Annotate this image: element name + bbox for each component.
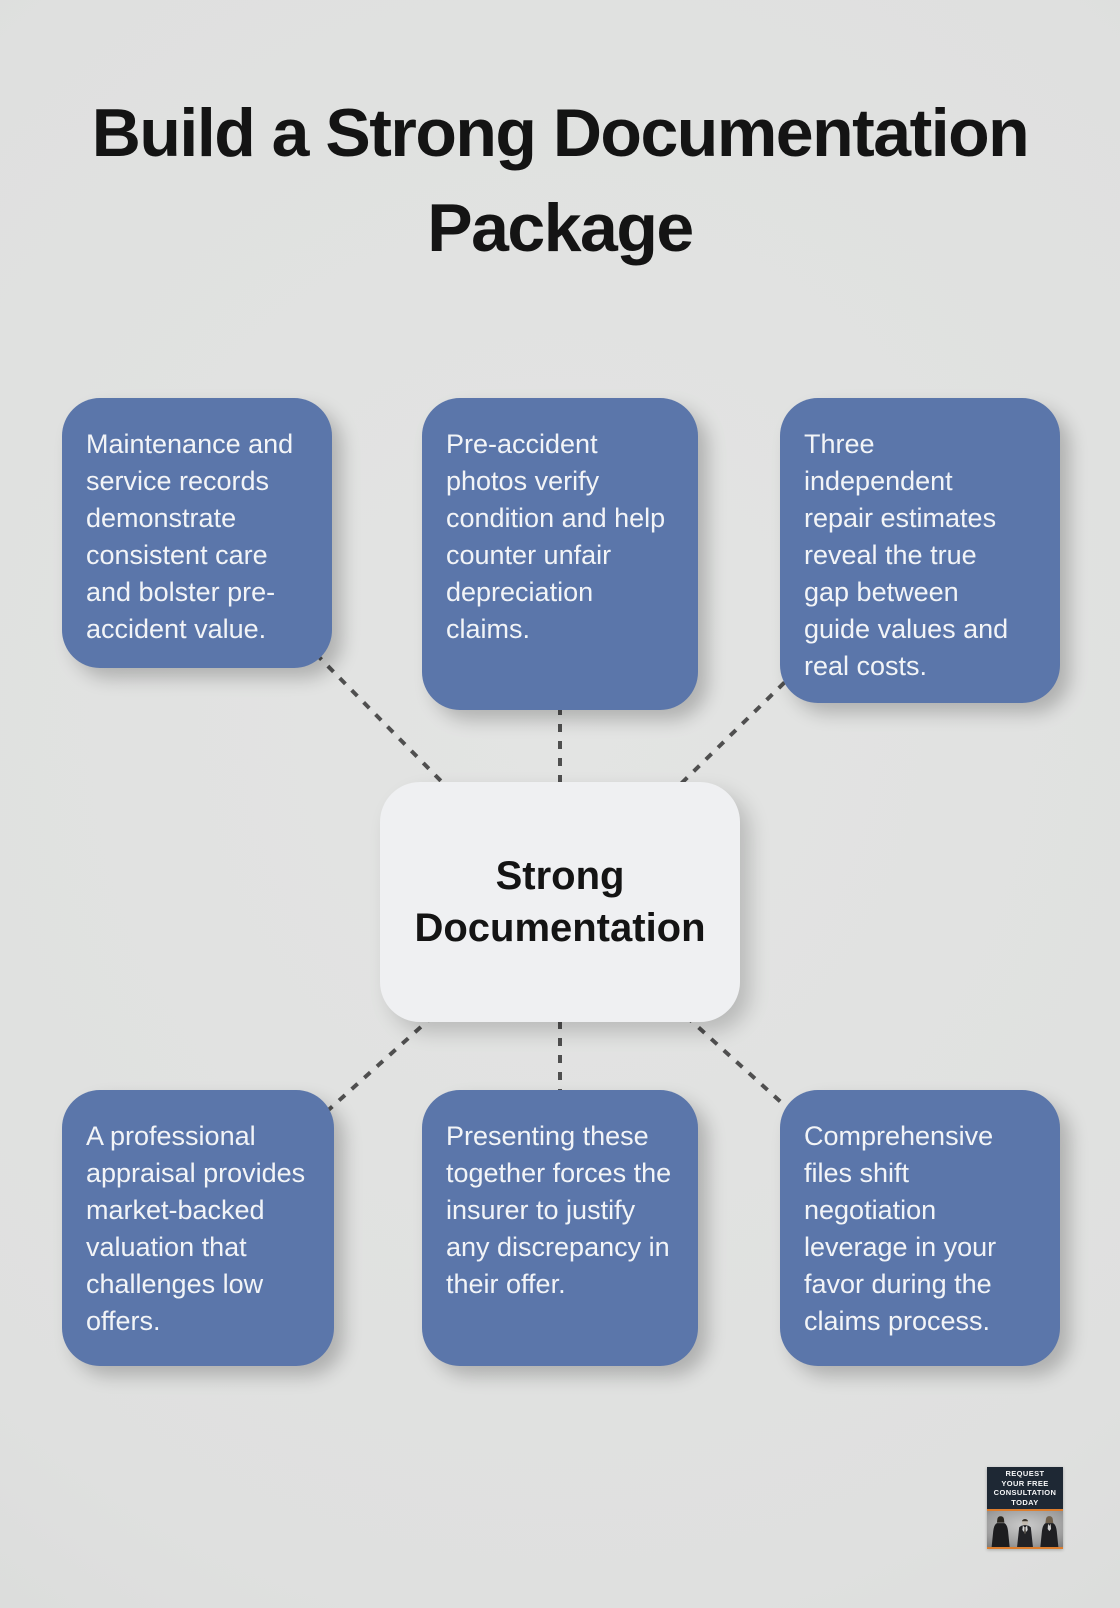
info-card-text: Presenting these together forces the ins… <box>446 1121 672 1299</box>
page-title: Build a Strong Documentation Package <box>91 95 1030 266</box>
info-card-text: Three independent repair estimates revea… <box>804 429 1009 681</box>
cta-line: REQUEST <box>1005 1469 1045 1478</box>
info-card-repair-estimates: Three independent repair estimates revea… <box>780 398 1060 703</box>
center-node-strong-documentation: Strong Documentation <box>380 782 740 1022</box>
team-photo-icon <box>987 1511 1063 1547</box>
info-card-presenting-together: Presenting these together forces the ins… <box>422 1090 698 1366</box>
info-card-pre-accident-photos: Pre-accident photos verify condition and… <box>422 398 698 710</box>
info-card-text: A professional appraisal provides market… <box>86 1121 306 1336</box>
cta-line: TODAY <box>1011 1497 1039 1507</box>
center-node-label: Strong Documentation <box>414 854 706 950</box>
connector-bottom-right <box>558 900 922 1230</box>
consultation-cta-text: REQUEST YOUR FREE CONSULTATION TODAY <box>987 1467 1063 1509</box>
cta-accent-rule-top <box>987 1509 1063 1511</box>
info-card-text: Maintenance and service records demonstr… <box>86 429 294 644</box>
cta-line: CONSULTATION <box>993 1488 1057 1497</box>
info-card-text: Pre-accident photos verify condition and… <box>446 429 666 644</box>
consultation-cta-badge[interactable]: REQUEST YOUR FREE CONSULTATION TODAY <box>987 1467 1063 1549</box>
info-card-text: Comprehensive files shift negotiation le… <box>804 1121 997 1336</box>
info-card-comprehensive-files: Comprehensive files shift negotiation le… <box>780 1090 1060 1366</box>
cta-line: YOUR FREE <box>1001 1478 1049 1488</box>
cta-accent-rule-bottom <box>987 1547 1063 1549</box>
connector-bottom-left <box>195 900 562 1230</box>
info-card-maintenance-records: Maintenance and service records demonstr… <box>62 398 332 668</box>
info-card-professional-appraisal: A professional appraisal provides market… <box>62 1090 334 1366</box>
